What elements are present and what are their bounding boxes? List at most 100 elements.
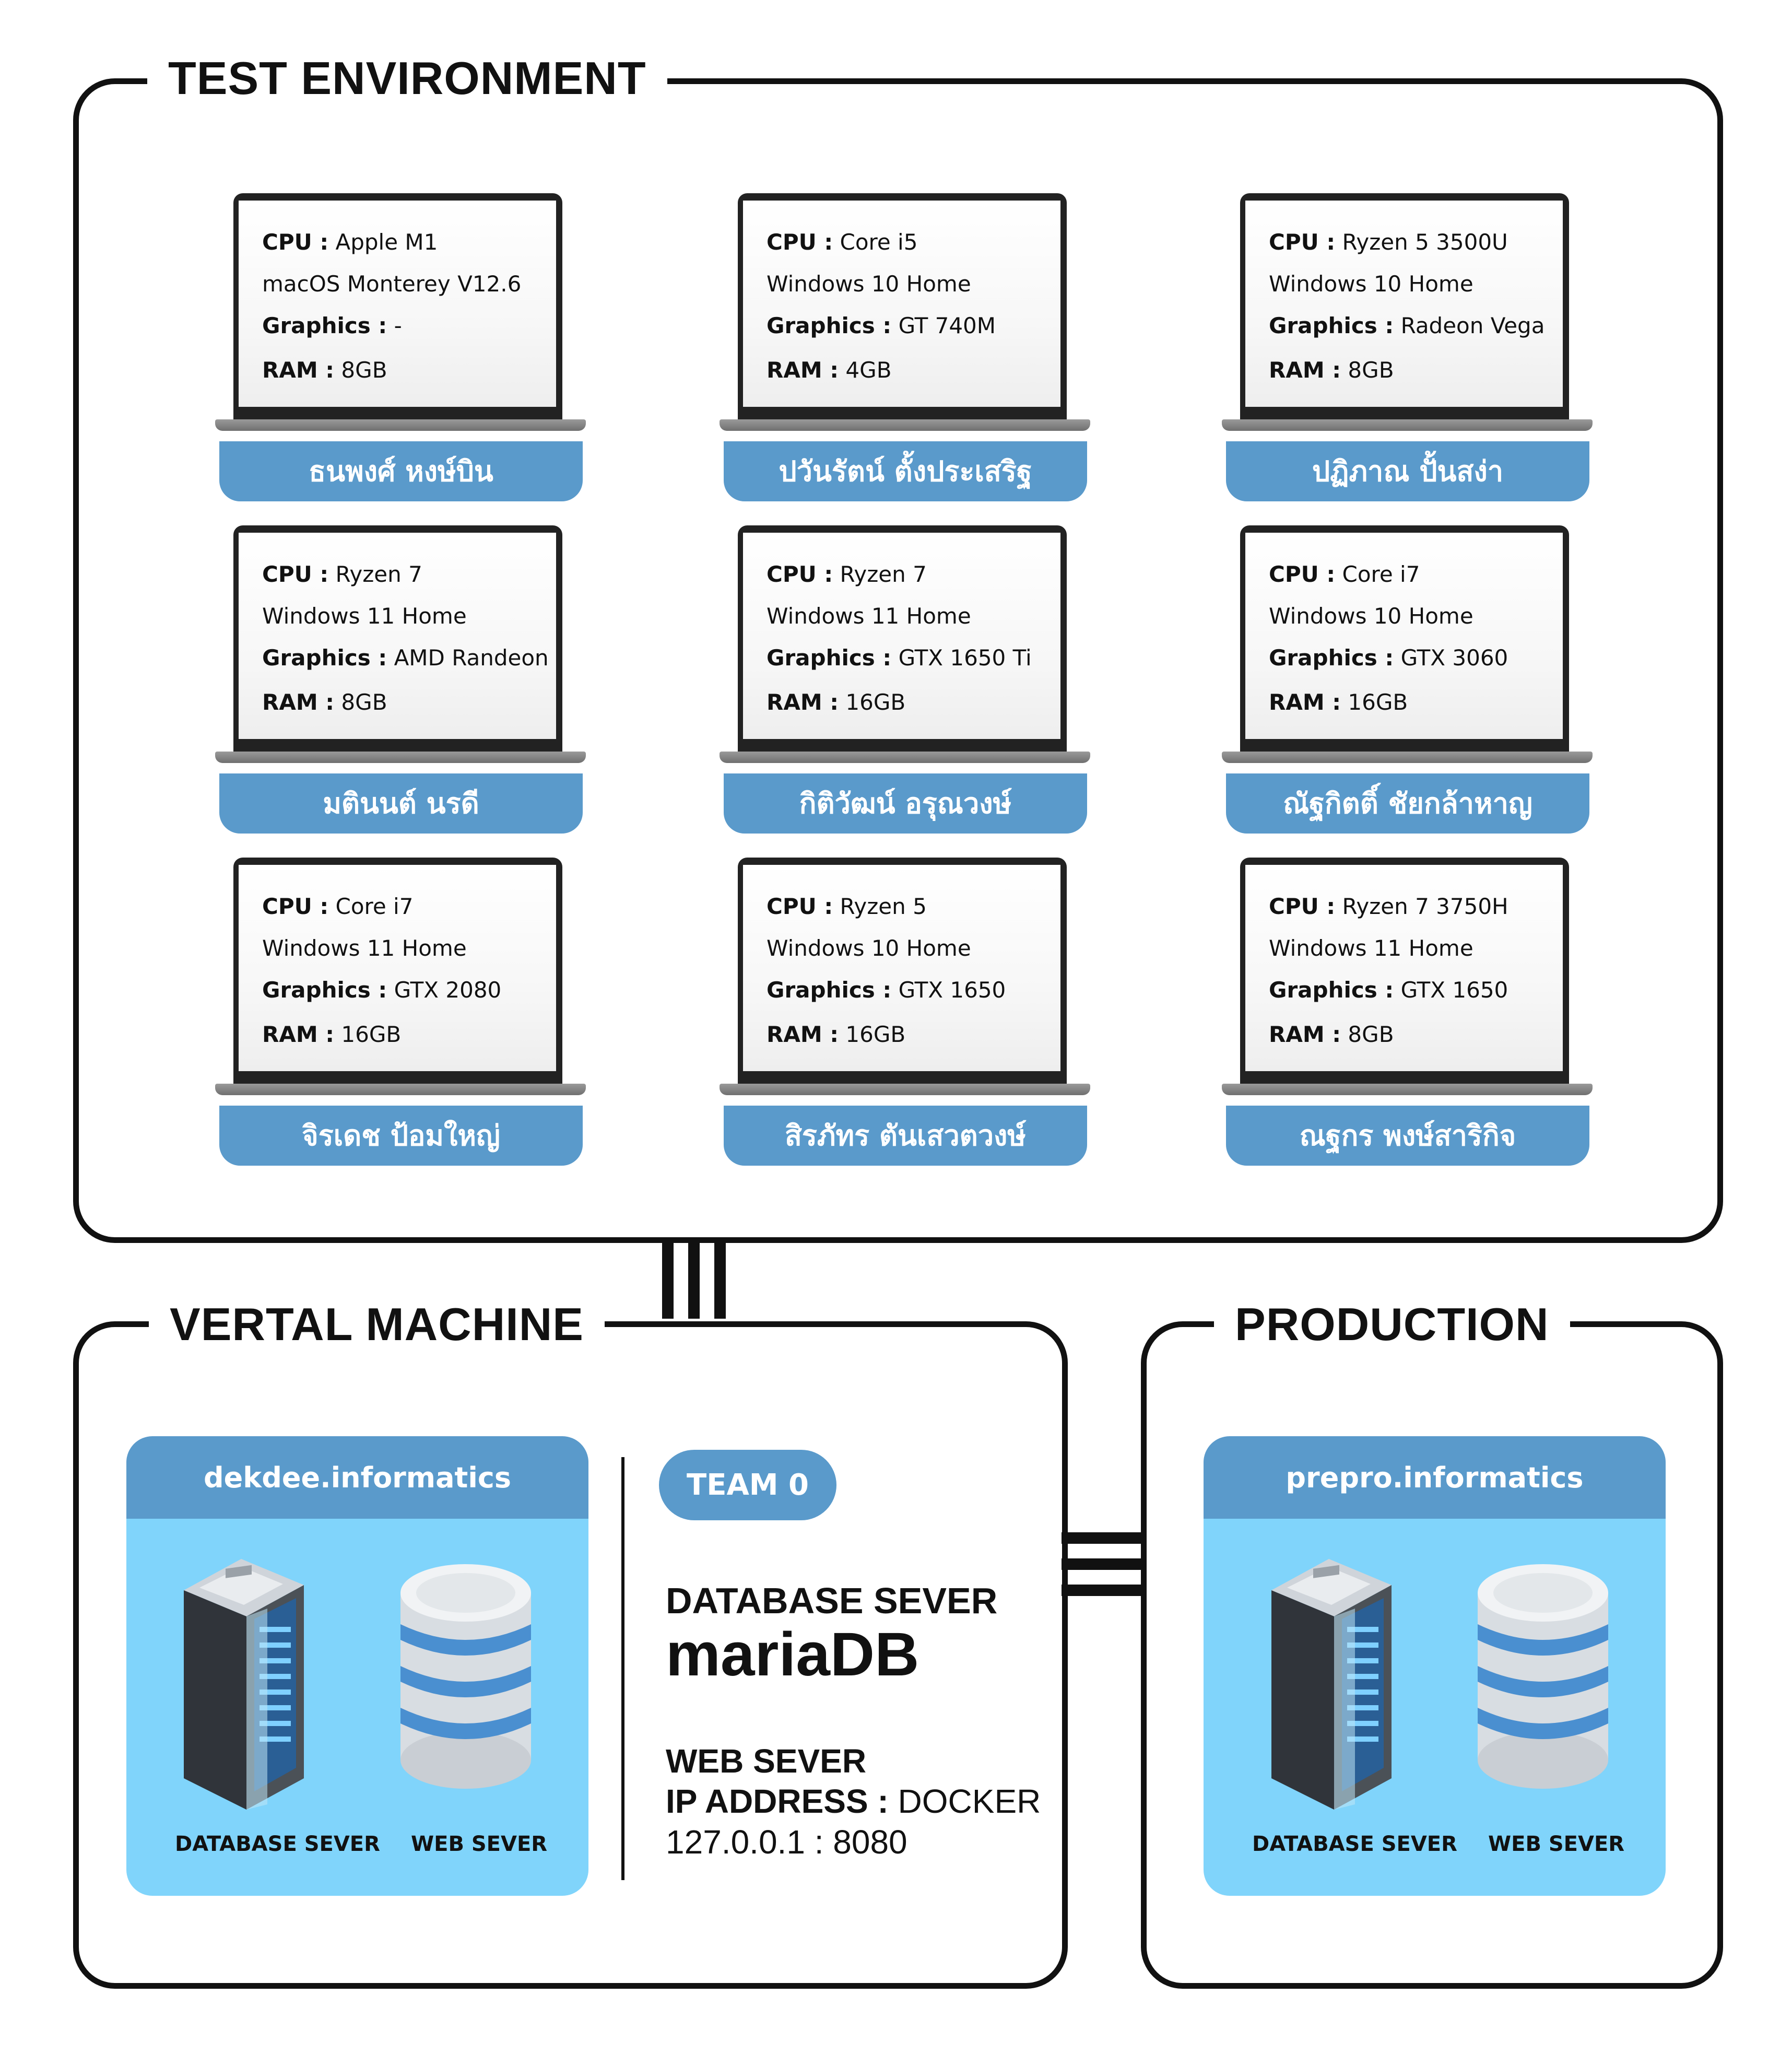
laptop-notch — [1385, 858, 1422, 864]
graphics-line: Graphics : GTX 1650 — [767, 977, 1006, 1003]
graphics-value: GTX 2080 — [394, 977, 502, 1003]
ram-value: 4GB — [845, 357, 892, 383]
cpu-label: CPU : — [1269, 229, 1336, 255]
ram-line: RAM : 16GB — [1269, 689, 1408, 715]
graphics-line: Graphics : GT 740M — [767, 313, 996, 338]
graphics-label: Graphics : — [1269, 645, 1394, 671]
cpu-value: Ryzen 7 — [840, 561, 927, 587]
vm-host-name: dekdee.informatics — [126, 1436, 588, 1519]
cpu-line: CPU : Ryzen 7 — [262, 561, 422, 587]
vm-web-label: WEB SEVER — [411, 1832, 548, 1856]
graphics-line: Graphics : GTX 2080 — [262, 977, 501, 1003]
cpu-label: CPU : — [767, 894, 833, 919]
cpu-value: Core i7 — [335, 894, 414, 919]
ip-label: IP ADDRESS : — [666, 1782, 889, 1820]
ram-line: RAM : 16GB — [767, 1022, 905, 1047]
ram-value: 8GB — [341, 689, 387, 715]
vm-database-label: DATABASE SEVER — [175, 1832, 380, 1856]
graphics-label: Graphics : — [767, 313, 892, 338]
graphics-line: Graphics : AMD Randeon — [262, 645, 549, 671]
ram-label: RAM : — [767, 689, 839, 715]
graphics-label: Graphics : — [262, 977, 387, 1003]
laptop-base — [1222, 1084, 1593, 1095]
connector-h-3 — [1062, 1585, 1146, 1596]
laptop-base — [215, 419, 586, 431]
laptop-base — [215, 752, 586, 763]
cpu-label: CPU : — [1269, 561, 1336, 587]
connector-bar-2 — [688, 1243, 700, 1319]
graphics-line: Graphics : GTX 1650 Ti — [767, 645, 1032, 671]
owner-name: ปฏิภาณ ปั้นสง่า — [1226, 441, 1589, 501]
prod-database-label: DATABASE SEVER — [1252, 1832, 1457, 1856]
cpu-value: Ryzen 7 3750H — [1342, 894, 1508, 919]
laptop-base — [1222, 419, 1593, 431]
ram-line: RAM : 8GB — [1269, 1022, 1394, 1047]
graphics-line: Graphics : GTX 3060 — [1269, 645, 1508, 671]
laptop-base — [720, 1084, 1090, 1095]
database-icon — [1478, 1564, 1608, 1789]
laptop-notch — [379, 858, 415, 864]
graphics-label: Graphics : — [262, 313, 387, 338]
laptop-notch — [1385, 525, 1422, 532]
owner-name: จิรเดช ป้อมใหญ่ — [219, 1106, 583, 1166]
ram-value: 16GB — [1348, 689, 1408, 715]
cpu-value: Ryzen 5 3500U — [1342, 229, 1508, 255]
ram-line: RAM : 16GB — [767, 689, 905, 715]
ram-label: RAM : — [262, 357, 335, 383]
owner-name: ณัฐกิตติ์ ชัยกล้าหาญ — [1226, 773, 1589, 834]
connector-bar-1 — [662, 1243, 674, 1319]
ram-value: 16GB — [341, 1022, 402, 1047]
graphics-label: Graphics : — [1269, 977, 1394, 1003]
prod-host-name: prepro.informatics — [1204, 1436, 1666, 1519]
os-line: macOS Monterey V12.6 — [262, 271, 522, 297]
cpu-line: CPU : Ryzen 7 3750H — [1269, 894, 1508, 919]
ip-line: IP ADDRESS : DOCKER — [666, 1782, 1041, 1821]
prod-web-label: WEB SEVER — [1488, 1832, 1625, 1856]
os-line: Windows 10 Home — [767, 271, 971, 297]
test-environment-title: TEST ENVIRONMENT — [147, 50, 667, 107]
graphics-line: Graphics : Radeon Vega — [1269, 313, 1545, 338]
ram-line: RAM : 8GB — [262, 689, 387, 715]
laptop-notch — [883, 193, 919, 200]
server-rack-icon — [184, 1559, 304, 1810]
cpu-value: Ryzen 7 — [335, 561, 422, 587]
graphics-value: Radeon Vega — [1400, 313, 1545, 338]
laptop-base — [1222, 752, 1593, 763]
cpu-value: Core i5 — [840, 229, 918, 255]
graphics-value: GTX 1650 — [898, 977, 1006, 1003]
graphics-value: - — [394, 313, 402, 338]
owner-name: ธนพงศ์ หงษ์บิน — [219, 441, 583, 501]
laptop-notch — [379, 525, 415, 532]
graphics-value: GTX 3060 — [1400, 645, 1508, 671]
ram-line: RAM : 8GB — [1269, 357, 1394, 383]
cpu-line: CPU : Apple M1 — [262, 229, 438, 255]
database-name: mariaDB — [666, 1620, 919, 1689]
cpu-value: Ryzen 5 — [840, 894, 927, 919]
database-title: DATABASE SEVER — [666, 1580, 998, 1621]
graphics-value: GTX 1650 — [1400, 977, 1508, 1003]
graphics-label: Graphics : — [767, 645, 892, 671]
prod-host-panel: prepro.informatics DATABASE SEVER WEB SE… — [1204, 1436, 1666, 1896]
cpu-value: Apple M1 — [335, 229, 438, 255]
ram-value: 16GB — [845, 1022, 906, 1047]
server-rack-icon — [1271, 1559, 1392, 1810]
laptop-notch — [379, 193, 415, 200]
os-line: Windows 10 Home — [1269, 603, 1473, 629]
cpu-label: CPU : — [1269, 894, 1336, 919]
test-environment-frame — [73, 78, 1723, 1243]
ram-label: RAM : — [262, 689, 335, 715]
